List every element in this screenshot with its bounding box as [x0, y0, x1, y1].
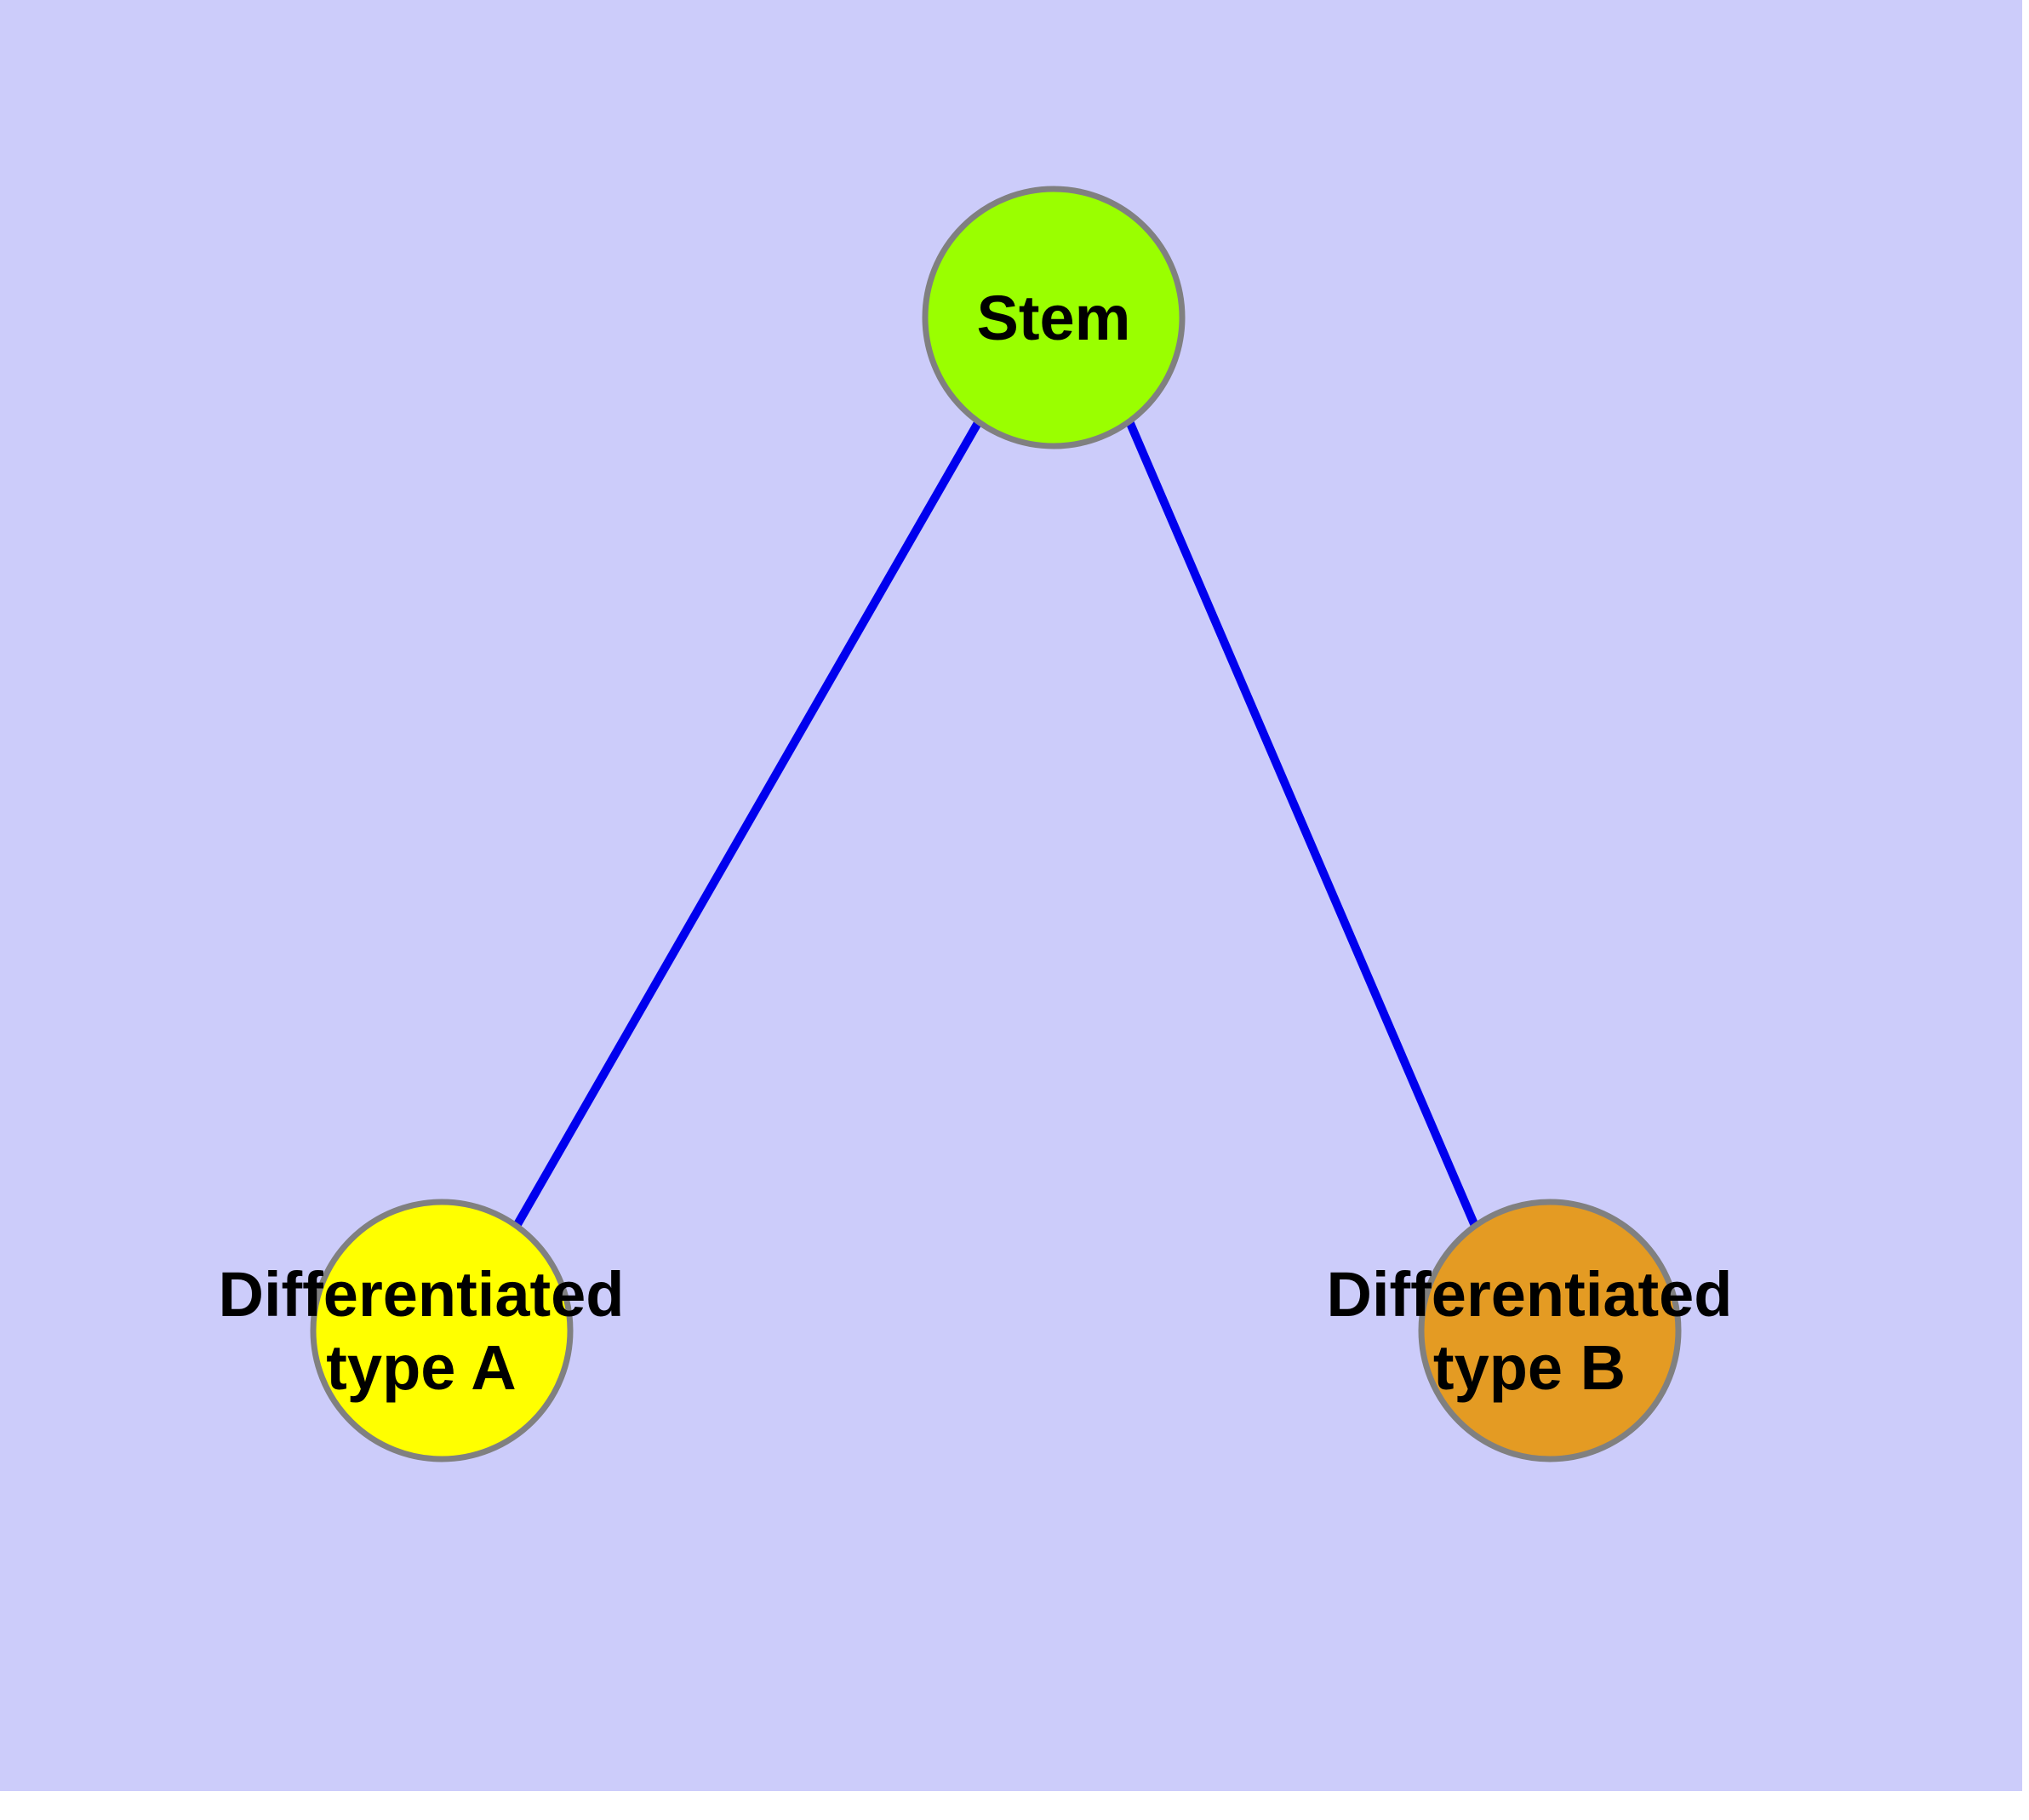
node-layer	[310, 186, 1682, 1462]
edge-layer	[512, 419, 1479, 1228]
node-label-line: type B	[1433, 1332, 1626, 1403]
node-circle-stem[interactable]	[922, 186, 1186, 449]
edge-stem-to-diff-a[interactable]	[512, 419, 983, 1228]
edge-stem-to-diff-b[interactable]	[1125, 420, 1479, 1228]
node-label-line: Differentiated	[219, 1259, 625, 1330]
node-label-line: Stem	[977, 283, 1131, 353]
node-circle-diff_b[interactable]	[1418, 1199, 1682, 1462]
node-label-line: Differentiated	[1327, 1259, 1733, 1330]
node-circle-diff_a[interactable]	[310, 1199, 574, 1462]
node-label-stem: Stem	[977, 283, 1131, 353]
node-label-line: type A	[326, 1332, 516, 1403]
